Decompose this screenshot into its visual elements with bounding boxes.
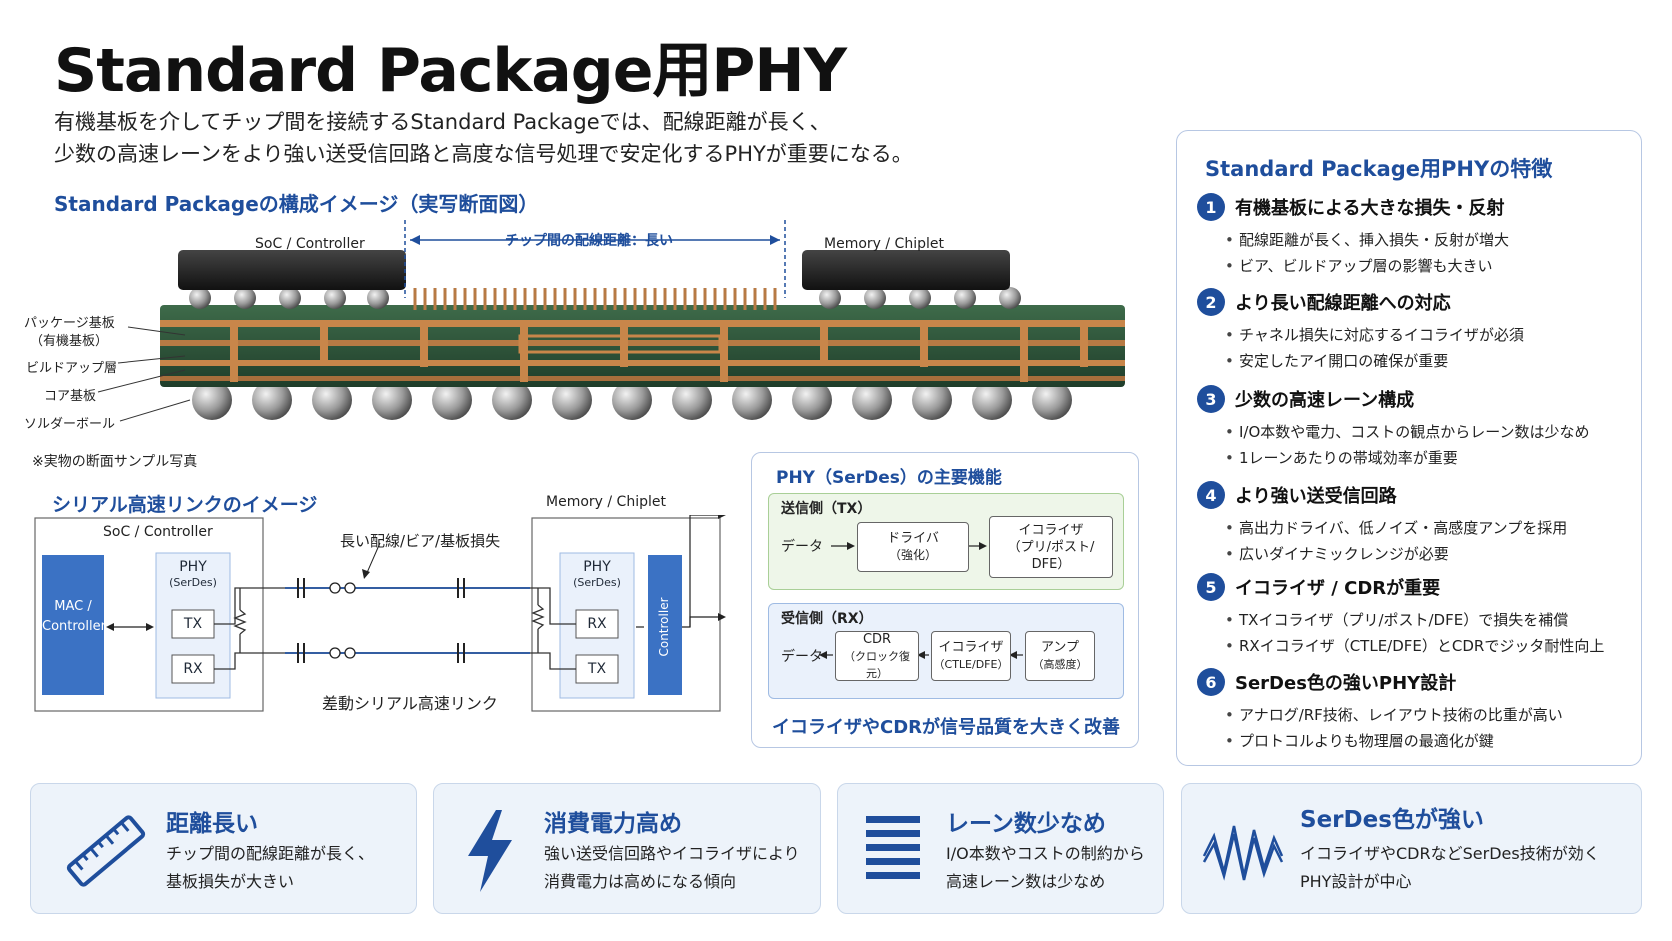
layer-label-core: コア基板: [44, 389, 97, 404]
feature-number: 3: [1197, 385, 1225, 413]
feature-number: 2: [1197, 288, 1225, 316]
lanes-icon: [866, 816, 920, 879]
feature-title: イコライザ / CDRが重要: [1235, 578, 1441, 599]
tx-side-label: 送信側（TX）: [781, 501, 872, 517]
rx-equalizer-block: イコライザ（CTLE/DFE）: [931, 631, 1011, 681]
tx-left-block: TX: [183, 616, 203, 632]
phy-functions-title: PHY（SerDes）の主要機能: [776, 468, 1002, 488]
tx-side-box: 送信側（TX） データ ドライバ（強化） イコライザ（プリ/ポスト/DFE）: [768, 493, 1124, 590]
feature-title: 少数の高速レーン構成: [1235, 390, 1415, 411]
layer-label-buildup: ビルドアップ層: [26, 361, 118, 376]
controller-label: Controller: [657, 597, 671, 657]
feature-item: 2 より長い配線距離への対応 チャネル損失に対応するイコライザが必須安定したアイ開…: [1197, 288, 1627, 374]
feature-item: 3 少数の高速レーン構成 I/O本数や電力、コストの観点からレーン数は少なめ1レー…: [1197, 385, 1627, 471]
photo-soc-label: SoC / Controller: [255, 236, 365, 252]
tx-driver-block: ドライバ（強化）: [857, 522, 969, 572]
subtitle-line2: 少数の高速レーンをより強い送受信回路と高度な信号処理で安定化するPHYが重要にな…: [54, 142, 913, 166]
photo-note: ※実物の断面サンプル写真: [32, 454, 198, 470]
card-title: レーン数少なめ: [946, 811, 1106, 837]
card-power: 消費電力高め 強い送受信回路やイコライザにより消費電力は高めになる傾向: [433, 783, 821, 914]
ruler-icon: [66, 815, 146, 887]
memory-chip: [802, 250, 1010, 290]
layer-label-package: パッケージ基板: [24, 316, 115, 331]
feature-number: 4: [1197, 481, 1225, 509]
feature-bullet: 広いダイナミックレンジが必要: [1225, 541, 1627, 567]
feature-bullet: TXイコライザ（プリ/ポスト/DFE）で損失を補償: [1225, 607, 1627, 633]
feature-item: 4 より強い送受信回路 高出力ドライバ、低ノイズ・高感度アンプを採用広いダイナミッ…: [1197, 481, 1627, 567]
feature-title: 有機基板による大きな損失・反射: [1235, 198, 1505, 219]
card-text: 強い送受信回路やイコライザにより消費電力は高めになる傾向: [544, 844, 800, 891]
phy-left-label: PHY(SerDes): [169, 559, 217, 589]
rx-data-label: データ: [781, 649, 823, 665]
feature-item: 5 イコライザ / CDRが重要 TXイコライザ（プリ/ポスト/DFE）で損失を補…: [1197, 573, 1627, 659]
card-title: 消費電力高め: [544, 811, 682, 837]
feature-bullet: I/O本数や電力、コストの観点からレーン数は少なめ: [1225, 419, 1627, 445]
page-title: Standard Package用PHY: [54, 36, 847, 106]
feature-bullet: 配線距離が長く、挿入損失・反射が増大: [1225, 227, 1627, 253]
phy-functions-box: PHY（SerDes）の主要機能 送信側（TX） データ ドライバ（強化） イコ…: [751, 452, 1139, 748]
subtitle-line1: 有機基板を介してチップ間を接続するStandard Packageでは、配線距離…: [54, 110, 831, 134]
features-panel: Standard Package用PHYの特徴 1 有機基板による大きな損失・反射…: [1176, 130, 1642, 766]
feature-bullet: アナログ/RF技術、レイアウト技術の比重が高い: [1225, 702, 1627, 728]
feature-item: 6 SerDes色の強いPHY設計 アナログ/RF技術、レイアウト技術の比重が高い…: [1197, 668, 1627, 754]
feature-bullet: 安定したアイ開口の確保が重要: [1225, 348, 1627, 374]
feature-title: より強い送受信回路: [1235, 486, 1397, 507]
tx-right-block: TX: [587, 661, 607, 677]
rx-side-box: 受信側（RX） データ CDR（クロック復元） イコライザ（CTLE/DFE） …: [768, 603, 1124, 699]
card-text: チップ間の配線距離が長く、基板損失が大きい: [166, 844, 375, 891]
rx-left-block: RX: [183, 661, 203, 677]
serial-link-diagram: [34, 515, 726, 712]
tx-flow-arrows: [831, 542, 987, 550]
feature-title: SerDes色の強いPHY設計: [1235, 673, 1457, 694]
controller-block: [648, 555, 682, 695]
card-text: I/O本数やコストの制約から高速レーン数は少なめ: [946, 844, 1145, 891]
tx-equalizer-block: イコライザ（プリ/ポスト/DFE）: [989, 516, 1113, 578]
mac-block: [42, 555, 104, 695]
mac-controller-label: MAC /Controller: [42, 599, 106, 634]
serial-section-heading: シリアル高速リンクのイメージ: [52, 494, 318, 516]
feature-number: 1: [1197, 193, 1225, 221]
phy-functions-footer: イコライザやCDRが信号品質を大きく改善: [772, 717, 1121, 738]
rx-amp-block: アンプ（高感度）: [1025, 631, 1095, 681]
feature-bullet: 1レーンあたりの帯域効率が重要: [1225, 445, 1627, 471]
feature-bullet: チャネル損失に対応するイコライザが必須: [1225, 322, 1627, 348]
feature-number: 5: [1197, 573, 1225, 601]
solder-balls: [192, 380, 1072, 420]
distance-label: チップ間の配線距離：長い: [505, 233, 673, 249]
photo-memory-label: Memory / Chiplet: [824, 236, 944, 252]
rx-cdr-block: CDR（クロック復元）: [835, 631, 919, 681]
lightning-icon: [468, 810, 512, 892]
card-title: SerDes色が強い: [1300, 807, 1484, 833]
waveform-icon: [1202, 825, 1284, 881]
phy-right-label: PHY(SerDes): [573, 559, 621, 589]
features-title: Standard Package用PHYの特徴: [1205, 157, 1553, 181]
feature-bullet: ビア、ビルドアップ層の影響も大きい: [1225, 253, 1627, 279]
feature-bullet: プロトコルよりも物理層の最適化が鍵: [1225, 728, 1627, 754]
layer-label-solder: ソルダーボール: [24, 417, 116, 432]
feature-bullet: RXイコライザ（CTLE/DFE）とCDRでジッタ耐性向上: [1225, 633, 1627, 659]
link-label: 差動シリアル高速リンク: [322, 694, 498, 713]
feature-bullet: 高出力ドライバ、低ノイズ・高感度アンプを採用: [1225, 515, 1627, 541]
package-cross-section: [97, 220, 1125, 422]
serial-soc-box-label: SoC / Controller: [103, 524, 213, 540]
serial-memory-label: Memory / Chiplet: [546, 494, 666, 510]
card-distance: 距離長い チップ間の配線距離が長く、基板損失が大きい: [30, 783, 417, 914]
card-title: 距離長い: [166, 811, 258, 837]
layer-label-organic: （有機基板）: [30, 334, 109, 349]
soc-chip: [178, 250, 406, 290]
card-lanes: レーン数少なめ I/O本数やコストの制約から高速レーン数は少なめ: [837, 783, 1164, 914]
rx-flow-arrows: [819, 651, 1023, 659]
loss-label: 長い配線/ビア/基板損失: [340, 532, 501, 550]
tx-data-label: データ: [781, 539, 823, 555]
rx-side-label: 受信側（RX）: [781, 611, 873, 627]
feature-number: 6: [1197, 668, 1225, 696]
feature-title: より長い配線距離への対応: [1235, 293, 1451, 314]
photo-section-heading: Standard Packageの構成イメージ（実写断面図）: [54, 192, 539, 216]
rx-right-block: RX: [587, 616, 607, 632]
feature-item: 1 有機基板による大きな損失・反射 配線距離が長く、挿入損失・反射が増大ビア、ビル…: [1197, 193, 1627, 279]
